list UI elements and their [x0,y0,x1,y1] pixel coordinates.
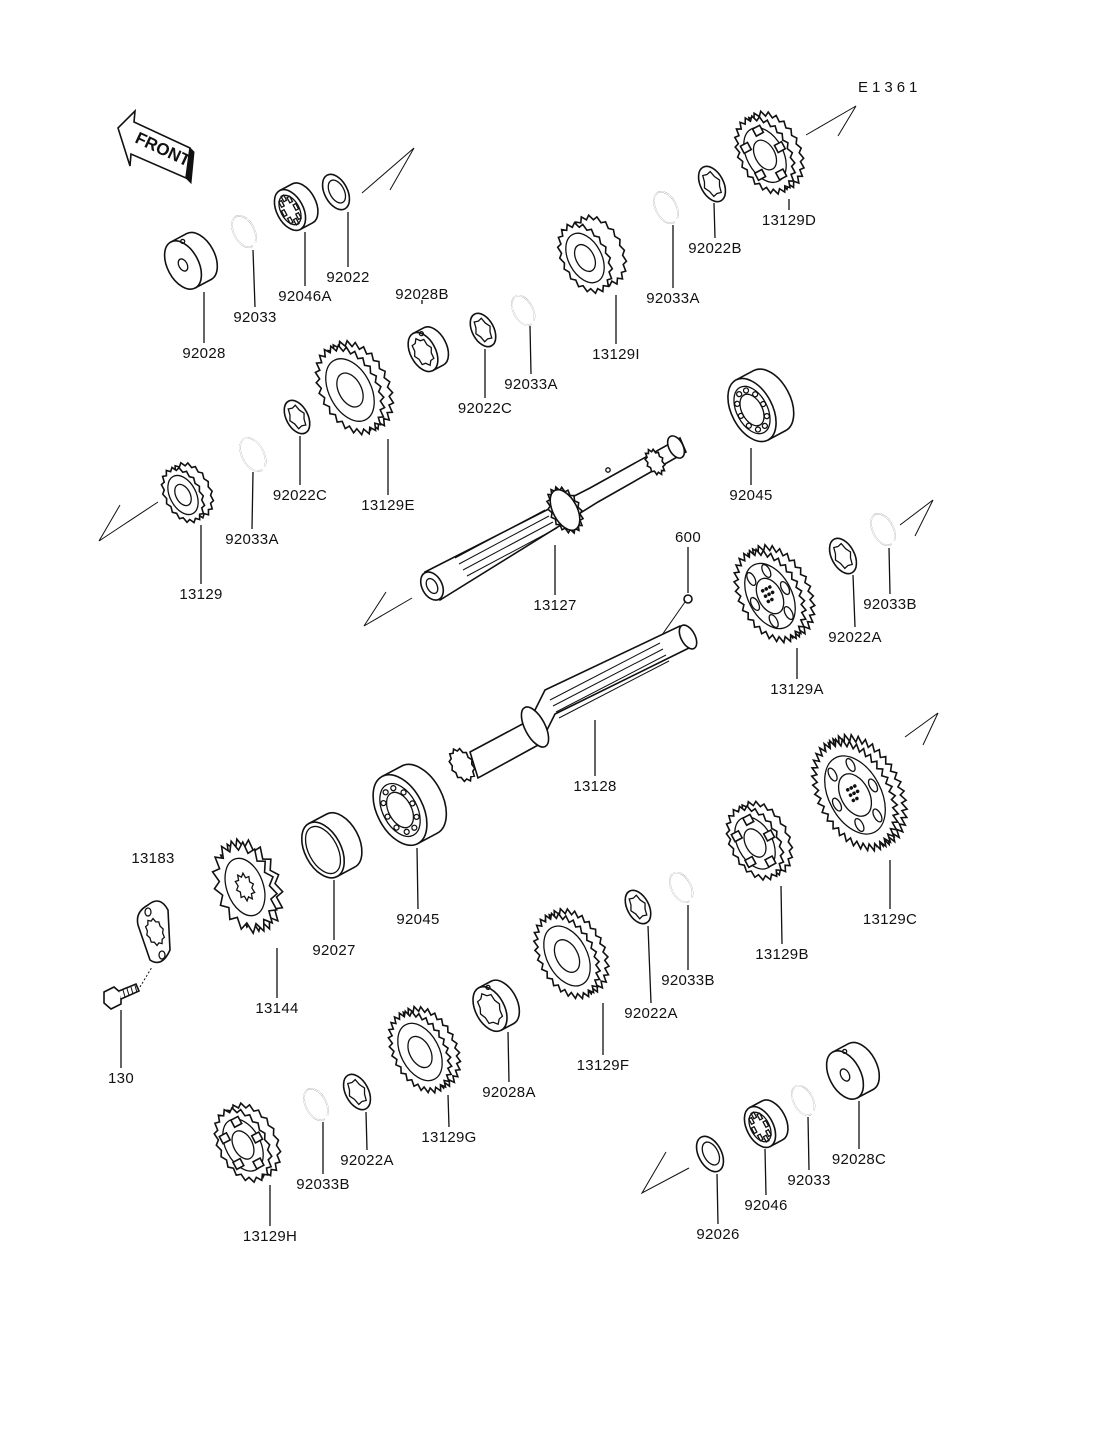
part-number-label[interactable]: 92033A [225,531,279,548]
part-number-label[interactable]: 92033 [233,309,277,326]
leader-line [529,325,532,375]
gear-icon [314,339,395,437]
leader-line [507,1031,510,1083]
gear-icon [725,799,794,882]
collar-icon [825,1041,881,1100]
bolt-icon [103,966,153,1010]
gear-icon [733,109,806,196]
toothed-washer-icon [342,1073,372,1111]
leader-line [764,1148,767,1196]
part-number-label[interactable]: 92033B [661,972,715,989]
part-number-label[interactable]: 92022A [624,1005,678,1022]
needle-bearing-icon [273,182,319,232]
part-number-label[interactable]: 13128 [573,778,617,795]
circlip-icon [511,295,536,326]
toothed-washer-icon [697,165,727,203]
circlip-icon [239,437,267,472]
toothed-washer-icon [283,399,311,435]
part-number-label[interactable]: 92028B [395,286,449,303]
leader-line [852,574,856,628]
part-number-label[interactable]: 92045 [729,487,773,504]
part-number-label[interactable]: 92022 [326,269,370,286]
part-number-label[interactable]: 13129D [761,212,817,229]
part-number-label[interactable]: 13183 [131,850,175,867]
part-number-label[interactable]: 92022A [828,629,882,646]
part-number-label[interactable]: 600 [675,529,701,546]
axis-marks [98,105,939,1195]
part-number-label[interactable]: 92033A [646,290,700,307]
part-number-label[interactable]: 13129H [242,1228,298,1245]
ball-bearing-icon [372,763,448,847]
part-number-label[interactable]: 130 [108,1070,134,1087]
front-arrow-icon: FRONT [117,108,195,185]
part-number-label[interactable]: 13129A [770,681,824,698]
bushing-icon [407,326,450,373]
leader-line [888,547,891,595]
part-number-label[interactable]: 92033B [296,1176,350,1193]
part-number-label[interactable]: 92045 [396,911,440,928]
part-number-label[interactable]: 92028A [482,1084,536,1101]
gear-icon [732,542,817,645]
gear-icon [810,732,909,853]
circlip-icon [870,513,896,546]
circlip-icon [653,191,679,224]
part-number-label[interactable]: 13129 [179,586,223,603]
part-number-label[interactable]: 92028 [182,345,226,362]
part-number-label[interactable]: 92046A [278,288,332,305]
circlip-icon [791,1085,816,1116]
shaft-icon [448,624,698,783]
bushing-icon [472,979,521,1033]
leader-line [251,471,254,530]
figure-id: E1361 [858,79,922,96]
gear-icon [556,213,628,295]
leader-line [365,1111,368,1151]
circlip-icon [669,872,694,903]
part-number-label[interactable]: 13129E [361,497,415,514]
part-number-label[interactable]: 92022A [340,1152,394,1169]
collar-icon [300,812,363,879]
leader-line [252,249,256,308]
part-number-label[interactable]: 92026 [696,1226,740,1243]
leader-line [780,885,783,945]
part-number-label[interactable]: 13129I [592,346,640,363]
leader-line [713,202,716,239]
part-number-label[interactable]: 13129C [862,911,918,928]
toothed-washer-icon [624,889,652,925]
shaft-icon [419,435,688,602]
toothed-washer-icon [828,537,858,575]
part-number-label[interactable]: 92022C [272,487,328,504]
leader-line [447,1094,450,1128]
part-number-label[interactable]: 92028C [831,1151,887,1168]
part-number-label[interactable]: 13129F [576,1057,630,1074]
part-number-label[interactable]: 13144 [255,1000,299,1017]
needle-bearing-icon [743,1099,789,1149]
part-number-label[interactable]: 92033 [787,1172,831,1189]
circlip-icon [303,1088,329,1121]
part-number-label[interactable]: 92022C [457,400,513,417]
part-number-label[interactable]: 92022B [688,240,742,257]
sprocket-icon [211,837,284,936]
gear-icon [213,1101,282,1184]
gear-icon [532,907,611,1001]
part-number-label[interactable]: 92033B [863,596,917,613]
toothed-washer-icon [469,312,497,348]
circlip-icon [231,215,257,248]
gear-icon [160,461,215,524]
part-number-label[interactable]: 92033A [504,376,558,393]
leader-line [647,925,652,1004]
part-number-label[interactable]: 13129G [421,1129,477,1146]
ball-bearing-icon [727,368,795,443]
washer-icon [695,1135,725,1173]
plate-icon [136,900,171,964]
part-number-label[interactable]: 92046 [744,1197,788,1214]
part-number-label[interactable]: 92027 [312,942,356,959]
part-number-label[interactable]: 13129B [755,946,809,963]
leader-line [807,1116,810,1171]
washer-icon [321,173,351,211]
leader-line [716,1173,719,1225]
gear-icon [387,1004,462,1095]
leader-line [416,847,419,910]
collar-icon [163,231,219,290]
part-number-label[interactable]: 13127 [533,597,577,614]
